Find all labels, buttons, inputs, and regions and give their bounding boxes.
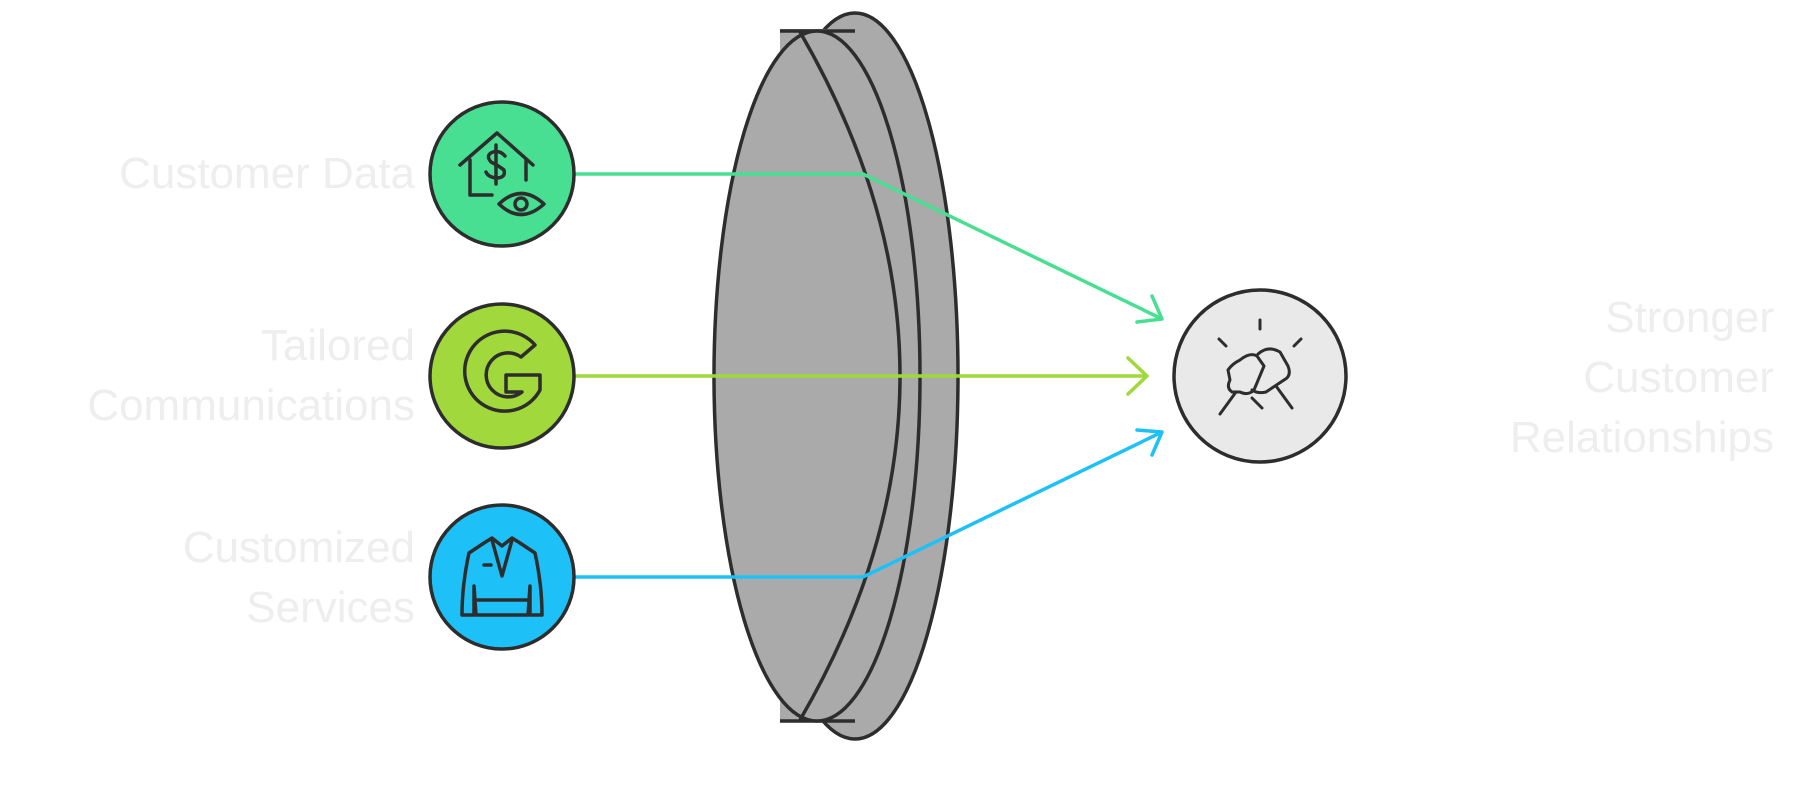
label-output-line-3: Relationships <box>1509 413 1774 462</box>
label-customized-services-line-1: Customized <box>182 523 415 572</box>
node-customer-data <box>428 100 576 248</box>
arrowhead-tailored-communications <box>1126 356 1149 396</box>
connector-customer-data <box>569 172 1161 320</box>
node-tailored-communications <box>428 302 576 450</box>
node-stronger-customer-relationships <box>1172 288 1348 464</box>
handshake-icon <box>1217 318 1303 416</box>
connector-customized-services <box>569 431 1161 579</box>
label-customized-services-line-2: Services <box>246 583 415 632</box>
label-customer-data-line-1: Customer Data <box>119 149 415 198</box>
label-customized-services: Customized Services <box>183 518 415 638</box>
label-output-line-2: Customer <box>1583 353 1774 402</box>
house-dollar-eye-icon <box>458 131 546 217</box>
label-output-line-1: Stronger <box>1605 293 1774 342</box>
node-customized-services <box>428 503 576 651</box>
arrowhead-customized-services <box>1135 428 1164 457</box>
label-customer-data: Customer Data <box>119 144 415 204</box>
arrowhead-customer-data <box>1135 294 1164 324</box>
label-tailored-communications: Tailored Communications <box>87 316 415 436</box>
label-stronger-customer-relationships: Stronger Customer Relationships <box>1510 288 1774 468</box>
connectors <box>569 172 1164 579</box>
label-tailored-communications-line-2: Communications <box>87 381 415 430</box>
jacket-icon <box>460 536 544 617</box>
letter-g-icon <box>463 329 542 413</box>
label-tailored-communications-line-1: Tailored <box>260 321 415 370</box>
